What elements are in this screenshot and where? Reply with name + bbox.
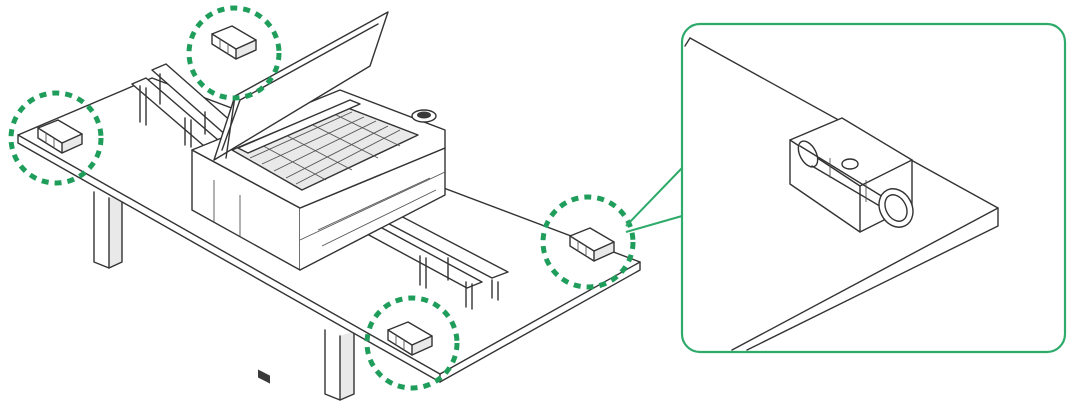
level-marker-right	[540, 194, 636, 290]
level-marker-back	[186, 5, 282, 101]
honeycomb-bed	[249, 110, 401, 185]
spirit-level-back	[211, 25, 257, 60]
level-marker-front	[364, 295, 460, 391]
spirit-level-left	[37, 119, 83, 154]
level-marker-left	[8, 90, 104, 186]
bubble-icon	[841, 158, 859, 170]
spirit-level-right	[569, 227, 615, 262]
table-leg-front	[324, 329, 355, 401]
laser-machine	[191, 11, 446, 384]
table-leg-left	[93, 191, 123, 269]
spirit-level-front	[387, 321, 433, 356]
machine-lid	[213, 11, 389, 161]
callout-leader-lines	[625, 167, 683, 233]
spirit-level-closeup	[789, 117, 914, 233]
zoomed-spirit-level-detail	[680, 22, 1067, 354]
